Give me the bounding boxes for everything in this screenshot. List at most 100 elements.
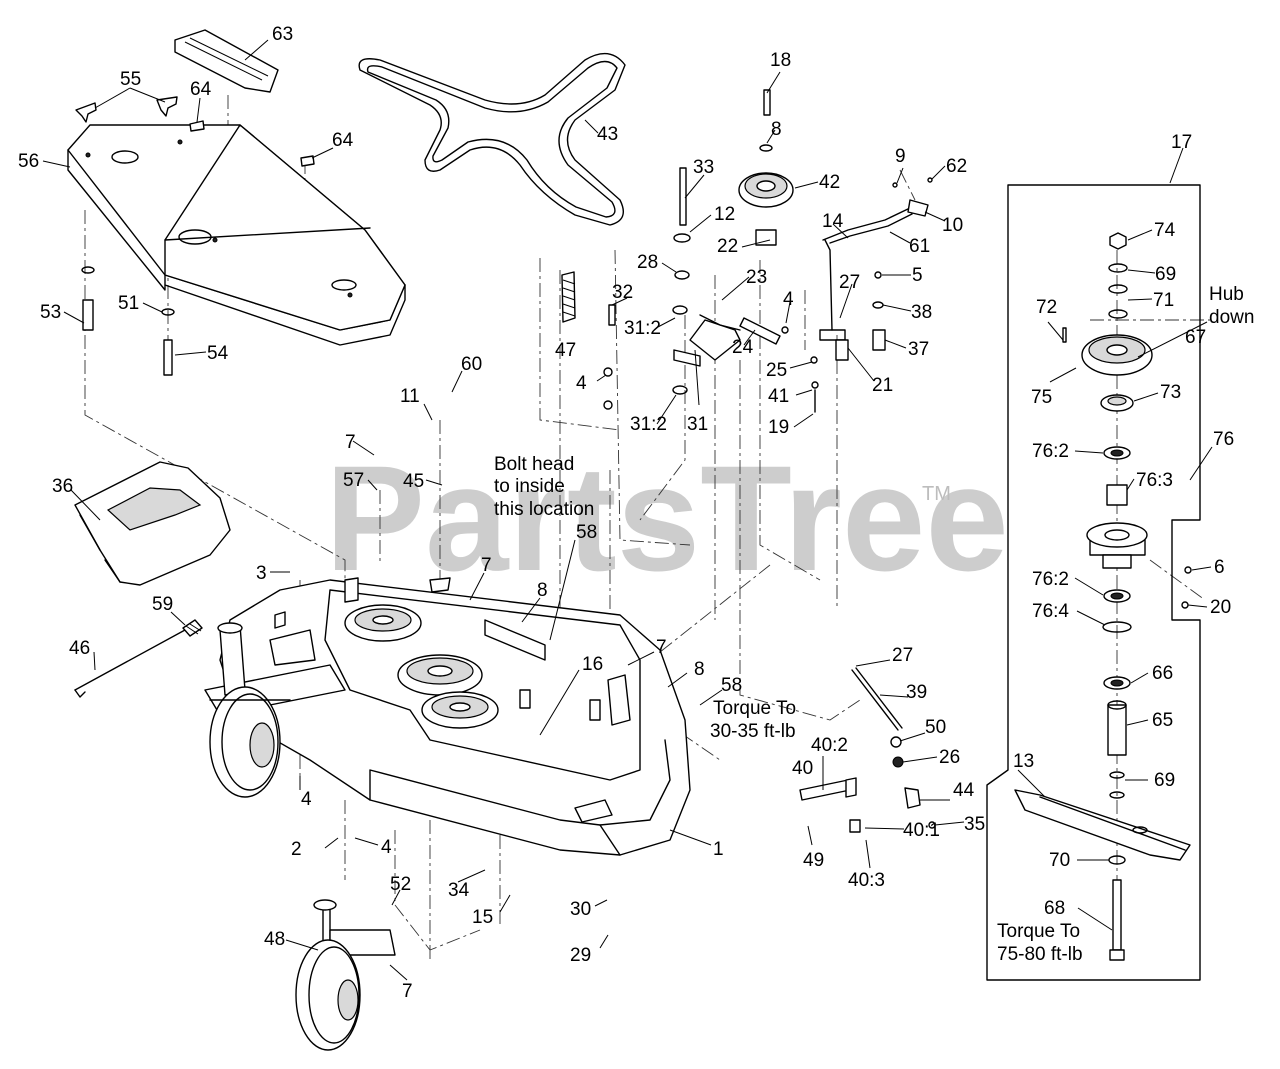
callout-40-3: 40:3	[848, 870, 885, 891]
callout-55: 55	[120, 69, 141, 90]
deck-cover	[67, 124, 406, 346]
callout-62: 62	[946, 156, 967, 177]
callout-leaders	[42, 39, 1213, 981]
brake-linkage	[781, 177, 933, 413]
callout-7: 7	[402, 981, 413, 1002]
callout-31: 31	[687, 414, 708, 435]
callout-3: 3	[256, 563, 267, 584]
callout-76-3: 76:3	[1136, 470, 1173, 491]
callout-67: 67	[1185, 327, 1206, 348]
callout-66: 66	[1152, 663, 1173, 684]
callout-63: 63	[272, 24, 293, 45]
callout-8: 8	[537, 580, 548, 601]
note-torque-75-line2: 75-80 ft-lb	[997, 944, 1083, 965]
note-bolt-head-line1: Bolt head	[494, 454, 574, 475]
deck-knobs	[75, 96, 315, 167]
callout-7: 7	[481, 555, 492, 576]
callout-6: 6	[1214, 557, 1225, 578]
callout-8: 8	[694, 659, 705, 680]
callout-39: 39	[906, 682, 927, 703]
callout-labels: 63 55 64 64 56 53 51 54 43 18 8 42 33 12…	[18, 24, 1234, 1002]
callout-51: 51	[118, 293, 139, 314]
callout-43: 43	[597, 124, 618, 145]
logo-decal	[174, 29, 279, 93]
note-bolt-head-line3: this location	[494, 499, 594, 520]
callout-11: 11	[400, 386, 420, 407]
callout-27: 27	[892, 645, 913, 666]
callout-74: 74	[1154, 220, 1176, 241]
callout-27: 27	[839, 272, 860, 293]
callout-4: 4	[783, 289, 794, 310]
callout-73: 73	[1160, 382, 1181, 403]
front-axle-and-wheels	[204, 622, 396, 1051]
callout-76-2: 76:2	[1032, 569, 1069, 590]
notes: Hub down Bolt head to inside this locati…	[494, 284, 1254, 965]
callout-30: 30	[570, 899, 591, 920]
deflector-chute	[74, 461, 231, 586]
callout-70: 70	[1049, 850, 1070, 871]
anti-scalp-rod	[74, 619, 203, 698]
note-hub-down-line1: Hub	[1209, 284, 1244, 305]
callout-40-2: 40:2	[811, 735, 848, 756]
callout-58: 58	[576, 522, 597, 543]
discharge-linkage	[799, 667, 936, 833]
callout-56: 56	[18, 151, 39, 172]
callout-75: 75	[1031, 387, 1052, 408]
callout-16: 16	[582, 654, 603, 675]
callout-76-2: 76:2	[1032, 441, 1069, 462]
callout-5: 5	[912, 265, 923, 286]
callout-4: 4	[576, 373, 587, 394]
callout-24: 24	[732, 337, 754, 358]
note-hub-down-line2: down	[1209, 307, 1254, 328]
callout-50: 50	[925, 717, 946, 738]
callout-68: 68	[1044, 898, 1065, 919]
callout-8: 8	[771, 119, 782, 140]
callout-2: 2	[291, 839, 302, 860]
callout-45: 45	[403, 471, 424, 492]
hardware-left	[81, 266, 175, 376]
mower-deck	[219, 577, 691, 856]
callout-64: 64	[332, 130, 354, 151]
callout-1: 1	[713, 839, 724, 860]
callout-18: 18	[770, 50, 791, 71]
callout-58: 58	[721, 675, 742, 696]
note-torque-75-line1: Torque To	[997, 921, 1080, 942]
callout-76-4: 76:4	[1032, 601, 1069, 622]
watermark: PartsTree	[325, 434, 1009, 602]
callout-69: 69	[1155, 264, 1176, 285]
callout-48: 48	[264, 929, 285, 950]
callout-33: 33	[693, 157, 714, 178]
callout-28: 28	[637, 252, 658, 273]
callout-19: 19	[768, 417, 789, 438]
callout-72: 72	[1036, 297, 1057, 318]
note-torque-30-line1: Torque To	[713, 698, 796, 719]
note-torque-30-line2: 30-35 ft-lb	[710, 721, 796, 742]
callout-60: 60	[461, 354, 482, 375]
callout-26: 26	[939, 747, 960, 768]
callout-54: 54	[207, 343, 229, 364]
callout-69: 69	[1154, 770, 1175, 791]
callout-7: 7	[656, 637, 667, 658]
callout-15: 15	[472, 907, 493, 928]
callout-76: 76	[1213, 429, 1234, 450]
callout-52: 52	[390, 874, 411, 895]
callout-53: 53	[40, 302, 61, 323]
callout-44: 44	[953, 780, 975, 801]
callout-32: 32	[612, 282, 633, 303]
callout-36: 36	[52, 476, 73, 497]
callout-22: 22	[717, 236, 738, 257]
callout-23: 23	[746, 267, 767, 288]
callout-65: 65	[1152, 710, 1173, 731]
callout-71: 71	[1153, 290, 1174, 311]
note-bolt-head-line2: to inside	[494, 476, 565, 497]
callout-41: 41	[768, 386, 789, 407]
callout-34: 34	[448, 880, 470, 901]
callout-20: 20	[1210, 597, 1231, 618]
callout-9: 9	[895, 146, 906, 167]
callout-40: 40	[792, 758, 813, 779]
callout-10: 10	[942, 215, 963, 236]
callout-46: 46	[69, 638, 90, 659]
callout-49: 49	[803, 850, 824, 871]
callout-37: 37	[908, 339, 929, 360]
